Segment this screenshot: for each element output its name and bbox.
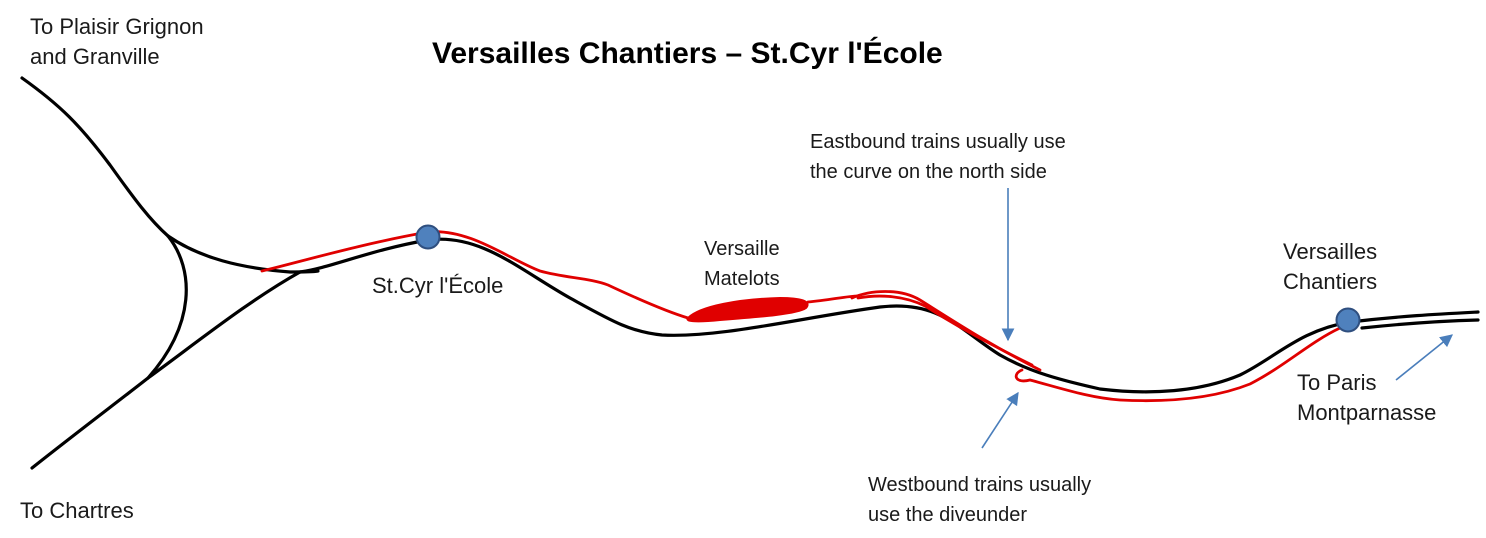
track-to-plaisir [20, 76, 170, 238]
route-south [260, 230, 690, 320]
route-south-mid [806, 294, 860, 304]
label-versaille-matelots-line1: Versaille [704, 238, 780, 260]
label-westbound-note: Westbound trains usually use the diveund… [868, 470, 1091, 530]
triangle-north [166, 234, 320, 274]
triangle-west [146, 234, 188, 380]
black-tracks [20, 76, 1480, 470]
route-north-curve-inner [856, 294, 1034, 367]
label-eastbound-note: Eastbound trains usually use the curve o… [810, 127, 1066, 187]
label-versaille-matelots-line2: Matelots [704, 268, 780, 290]
label-to-plaisir-line2: and Granville [30, 44, 160, 69]
track-to-chartres [30, 376, 150, 470]
label-to-plaisir: To Plaisir Grignon and Granville [30, 12, 204, 72]
route-diveunder [1014, 326, 1342, 403]
label-versailles-chantiers-line2: Chantiers [1283, 269, 1378, 294]
label-st-cyr: St.Cyr l'École [372, 273, 504, 298]
triangle-south [146, 270, 302, 380]
label-eastbound-line1: Eastbound trains usually use [810, 131, 1066, 153]
main-line-parallel [1360, 318, 1480, 330]
station-st-cyr-marker [415, 224, 441, 250]
versaille-matelots-yard [686, 296, 809, 323]
diagram-title: Versailles Chantiers – St.Cyr l'École [432, 37, 943, 70]
label-versailles-chantiers-line1: Versailles [1283, 239, 1378, 264]
annotation-arrows [981, 188, 1453, 449]
red-routes [260, 230, 1342, 403]
main-line [298, 237, 1480, 394]
label-westbound-line1: Westbound trains usually [868, 474, 1092, 496]
station-versailles-chantiers-marker [1335, 307, 1361, 333]
westbound-arrow [981, 391, 1019, 449]
label-westbound-line2: use the diveunder [868, 504, 1028, 526]
route-north-curve-outer [850, 290, 1042, 372]
label-versailles-chantiers: Versailles Chantiers [1283, 237, 1377, 297]
to-paris-arrow [1395, 334, 1453, 381]
label-eastbound-line2: the curve on the north side [810, 161, 1047, 183]
label-to-chartres: To Chartres [20, 498, 134, 523]
label-versaille-matelots: Versaille Matelots [704, 234, 780, 294]
label-to-plaisir-line1: To Plaisir Grignon [30, 14, 204, 39]
label-to-paris: To Paris Montparnasse [1297, 368, 1436, 428]
label-to-paris-line1: To Paris [1297, 370, 1377, 395]
label-to-paris-line2: Montparnasse [1297, 400, 1437, 425]
